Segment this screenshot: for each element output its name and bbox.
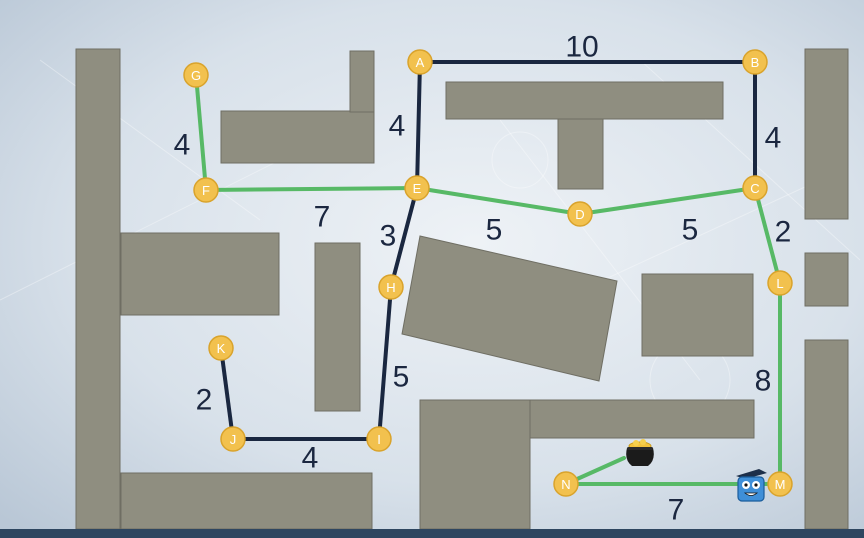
edge-weight-k-j: 2 xyxy=(196,384,213,417)
buildings-layer xyxy=(75,48,849,530)
node-label: L xyxy=(776,276,783,291)
node-label: F xyxy=(202,183,210,198)
node-label: D xyxy=(575,207,584,222)
node-circle xyxy=(378,274,404,300)
node-e[interactable]: E xyxy=(404,175,430,201)
edge-weight-a-b: 10 xyxy=(565,31,598,64)
node-label: G xyxy=(191,68,201,83)
node-label: K xyxy=(217,341,226,356)
nodes-layer: A B C D E F G H I J K L M N xyxy=(183,49,793,497)
node-m[interactable]: M xyxy=(767,471,793,497)
node-label: J xyxy=(230,432,237,447)
building xyxy=(529,399,755,439)
node-circle xyxy=(208,335,234,361)
edge-weight-a-e: 4 xyxy=(389,110,406,143)
building xyxy=(804,252,849,307)
building xyxy=(120,232,280,316)
node-c[interactable]: C xyxy=(742,175,768,201)
node-label: N xyxy=(561,477,570,492)
building xyxy=(804,48,849,220)
node-label: B xyxy=(751,55,760,70)
node-label: C xyxy=(750,181,759,196)
edge-d-c xyxy=(578,186,757,216)
node-n[interactable]: N xyxy=(553,471,579,497)
edge-weight-e-d: 5 xyxy=(486,214,503,247)
edge-f-e xyxy=(204,186,419,192)
edges-layer xyxy=(194,60,782,486)
node-circle xyxy=(193,177,219,203)
node-h[interactable]: H xyxy=(378,274,404,300)
node-d[interactable]: D xyxy=(567,201,593,227)
node-circle xyxy=(183,62,209,88)
node-circle xyxy=(567,201,593,227)
edge-weight-m-n: 7 xyxy=(668,494,685,527)
edge-g-f xyxy=(194,73,208,192)
node-k[interactable]: K xyxy=(208,335,234,361)
pot-of-gold-icon xyxy=(626,439,654,466)
node-i[interactable]: I xyxy=(366,426,392,452)
node-label: I xyxy=(377,432,381,447)
building xyxy=(120,472,373,530)
building xyxy=(557,118,604,190)
node-label: H xyxy=(386,280,395,295)
node-circle xyxy=(742,49,768,75)
node-b[interactable]: B xyxy=(742,49,768,75)
building xyxy=(641,273,754,357)
node-circle xyxy=(404,175,430,201)
edge-k-j xyxy=(219,346,235,441)
edge-weight-l-m: 8 xyxy=(755,365,772,398)
building xyxy=(445,81,724,120)
edge-c-l xyxy=(753,186,782,285)
building xyxy=(419,399,531,530)
building xyxy=(804,339,849,530)
edge-weight-d-c: 5 xyxy=(682,214,699,247)
edge-h-i xyxy=(377,285,393,441)
edge-weight-b-c: 4 xyxy=(765,122,782,155)
edge-weight-c-l: 2 xyxy=(775,216,792,249)
node-label: M xyxy=(775,477,786,492)
edge-a-e xyxy=(415,60,422,190)
edge-weight-j-i: 4 xyxy=(302,442,319,475)
building xyxy=(401,235,618,382)
node-circle xyxy=(767,270,793,296)
edge-weight-f-e: 7 xyxy=(314,201,331,234)
building xyxy=(314,242,361,412)
node-circle xyxy=(742,175,768,201)
node-circle xyxy=(553,471,579,497)
edge-weight-g-f: 4 xyxy=(174,129,191,162)
node-circle xyxy=(407,49,433,75)
robot-character-icon xyxy=(736,469,767,502)
building xyxy=(349,50,375,113)
node-f[interactable]: F xyxy=(193,177,219,203)
node-label: E xyxy=(413,181,422,196)
node-label: A xyxy=(416,55,425,70)
node-l[interactable]: L xyxy=(767,270,793,296)
building xyxy=(220,110,375,164)
node-circle xyxy=(767,471,793,497)
node-j[interactable]: J xyxy=(220,426,246,452)
node-g[interactable]: G xyxy=(183,62,209,88)
node-circle xyxy=(366,426,392,452)
edge-weight-h-i: 5 xyxy=(393,361,410,394)
edge-e-h xyxy=(389,186,419,289)
node-circle xyxy=(220,426,246,452)
node-a[interactable]: A xyxy=(407,49,433,75)
footer-bar xyxy=(0,529,864,538)
edge-weights-layer: 10 4 4 4 7 5 5 3 2 5 8 2 4 7 xyxy=(174,31,792,527)
edge-e-d xyxy=(415,186,582,216)
edge-weight-e-h: 3 xyxy=(380,220,397,253)
building xyxy=(75,48,121,530)
